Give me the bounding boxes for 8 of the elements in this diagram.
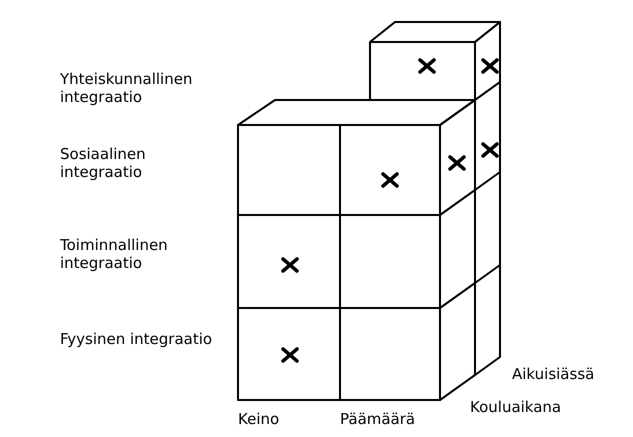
- row-label: Yhteiskunnallinen integraatio: [60, 70, 194, 106]
- column-label: Keino: [238, 410, 280, 428]
- row-label: Sosiaalinen integraatio: [60, 145, 147, 181]
- depth-label: Aikuisiässä: [512, 365, 594, 383]
- column-label: Päämäärä: [340, 410, 416, 428]
- depth-label: Kouluaikana: [470, 398, 562, 416]
- row-label: Toiminnallinen integraatio: [60, 236, 169, 272]
- row-label: Fyysinen integraatio: [60, 330, 214, 348]
